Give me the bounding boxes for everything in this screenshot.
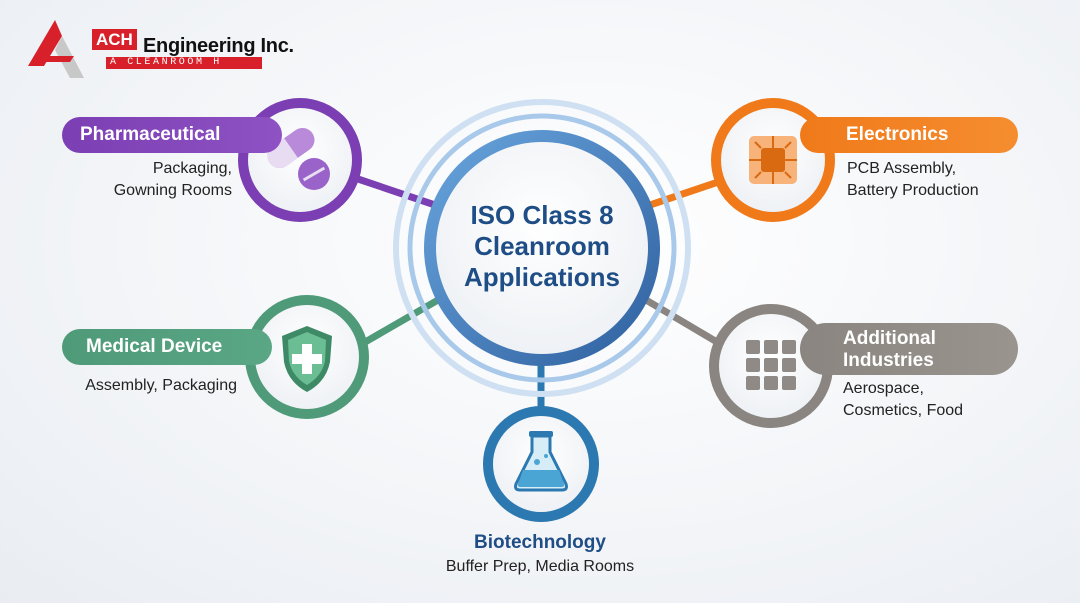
additional-title-line-1: Additional	[843, 328, 936, 349]
biotechnology-description: Buffer Prep, Media Rooms	[445, 558, 635, 575]
center-halo-inner	[407, 113, 677, 383]
pharmaceutical-description: Packaging, Gowning Rooms	[72, 158, 232, 202]
additional-industries-label: Additional Industries	[800, 323, 1018, 375]
logo-ach-mark: ACH	[92, 29, 137, 50]
medical-device-label: Medical Device	[62, 329, 272, 365]
logo-tagline: A CLEANROOM H	[106, 57, 262, 69]
logo-company-name: Engineering Inc.	[143, 35, 294, 57]
biotechnology-label: Biotechnology	[474, 532, 606, 553]
microchip-icon	[749, 136, 797, 184]
company-logo-mark	[28, 20, 84, 78]
electronics-desc-line-1: PCB Assembly,	[847, 160, 957, 177]
center-title-line-3: Applications	[463, 262, 620, 292]
additional-desc-line-2: Cosmetics, Food	[843, 402, 964, 419]
shield-cross-icon	[282, 326, 332, 392]
center-title: ISO Class 8 Cleanroom Applications	[430, 200, 654, 293]
center-halo-outer	[393, 99, 691, 397]
electronics-desc-line-2: Battery Production	[847, 182, 979, 199]
pharmaceutical-desc-line-2: Gowning Rooms	[113, 182, 232, 199]
capsule-pill-icon	[267, 127, 330, 190]
electronics-description: PCB Assembly, Battery Production	[847, 158, 1047, 202]
connector-pharmaceutical	[353, 174, 437, 209]
flask-icon	[514, 431, 568, 492]
additional-title-line-2: Industries	[843, 350, 934, 371]
additional-industries-description: Aerospace, Cosmetics, Food	[843, 378, 1043, 422]
medical-desc-line-1: Assembly, Packaging	[85, 377, 237, 394]
center-title-line-1: ISO Class 8	[470, 200, 614, 230]
pharmaceutical-label: Pharmaceutical	[62, 117, 282, 153]
medical-device-description: Assembly, Packaging	[40, 375, 237, 397]
electronics-label: Electronics	[800, 117, 1018, 153]
center-title-line-2: Cleanroom	[474, 231, 610, 261]
grid-icon	[746, 340, 796, 390]
additional-desc-line-1: Aerospace,	[843, 380, 924, 397]
pharmaceutical-desc-line-1: Packaging,	[152, 160, 232, 177]
